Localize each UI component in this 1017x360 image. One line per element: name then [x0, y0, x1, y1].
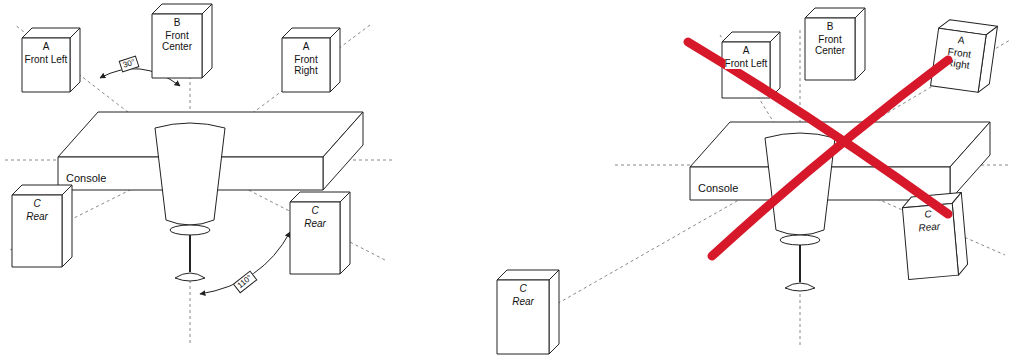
speaker-letter: B: [174, 17, 181, 28]
angle-label: 30°: [119, 55, 140, 72]
speaker-drawing: [290, 192, 350, 274]
speaker-label: Rear: [512, 296, 534, 307]
text-area: AFront Right: [933, 28, 987, 77]
speaker-letter: C: [519, 283, 526, 294]
speaker-letter: A: [743, 45, 750, 56]
console-desk: Console: [58, 112, 363, 190]
speaker-label: Front Center: [807, 34, 853, 56]
text-area: C Rear: [497, 280, 549, 312]
speaker-box: A Front Left: [22, 28, 80, 92]
speaker-box: B Front Center: [805, 8, 865, 80]
speaker-box: C Rear: [12, 185, 72, 267]
speaker-box: B Front Center: [152, 4, 212, 78]
speaker-letter: A: [43, 41, 50, 52]
console-label: Console: [64, 172, 108, 184]
text-area: Console: [696, 178, 740, 196]
text-area: A Front Left: [722, 42, 770, 74]
console-desk: Console: [690, 122, 990, 200]
speaker-box: AFront Right: [931, 18, 998, 93]
speaker-letter: C: [33, 198, 40, 209]
speaker-box: A Front Left: [722, 32, 780, 98]
speaker-letter: C: [311, 205, 318, 216]
speaker-letter: A: [303, 41, 310, 52]
text-area: A Front Right: [282, 38, 330, 81]
speaker-label: Front Right: [284, 54, 328, 76]
console-label: Console: [696, 182, 740, 194]
speaker-label: Front Left: [725, 58, 768, 69]
speaker-letter: A: [957, 34, 965, 46]
speaker-box: C Rear: [497, 270, 559, 354]
speaker-label: Rear: [26, 211, 48, 222]
chair: [765, 133, 835, 291]
text-area: C Rear: [290, 202, 340, 234]
speaker-drawing: [12, 185, 72, 267]
speaker-box: A Front Right: [282, 28, 340, 92]
speaker-label: Rear: [918, 221, 941, 234]
chair: [155, 123, 225, 281]
speaker-drawing: [497, 270, 559, 354]
text-area: CRear: [902, 203, 955, 239]
speaker-label: Front Right: [935, 44, 982, 72]
text-area: A Front Left: [22, 38, 70, 70]
speaker-label: Front Center: [154, 30, 200, 52]
speaker-label: Rear: [304, 218, 326, 229]
speaker-box: C Rear: [290, 192, 350, 274]
text-area: Console: [64, 168, 108, 186]
text-area: B Front Center: [805, 18, 855, 61]
speaker-label: Front Left: [25, 54, 68, 65]
text-area: B Front Center: [152, 14, 202, 57]
speaker-letter: C: [924, 208, 932, 220]
speaker-box: CRear: [902, 193, 969, 280]
speaker-letter: B: [827, 21, 834, 32]
speaker-drawing: [902, 193, 969, 280]
text-area: C Rear: [12, 195, 62, 227]
